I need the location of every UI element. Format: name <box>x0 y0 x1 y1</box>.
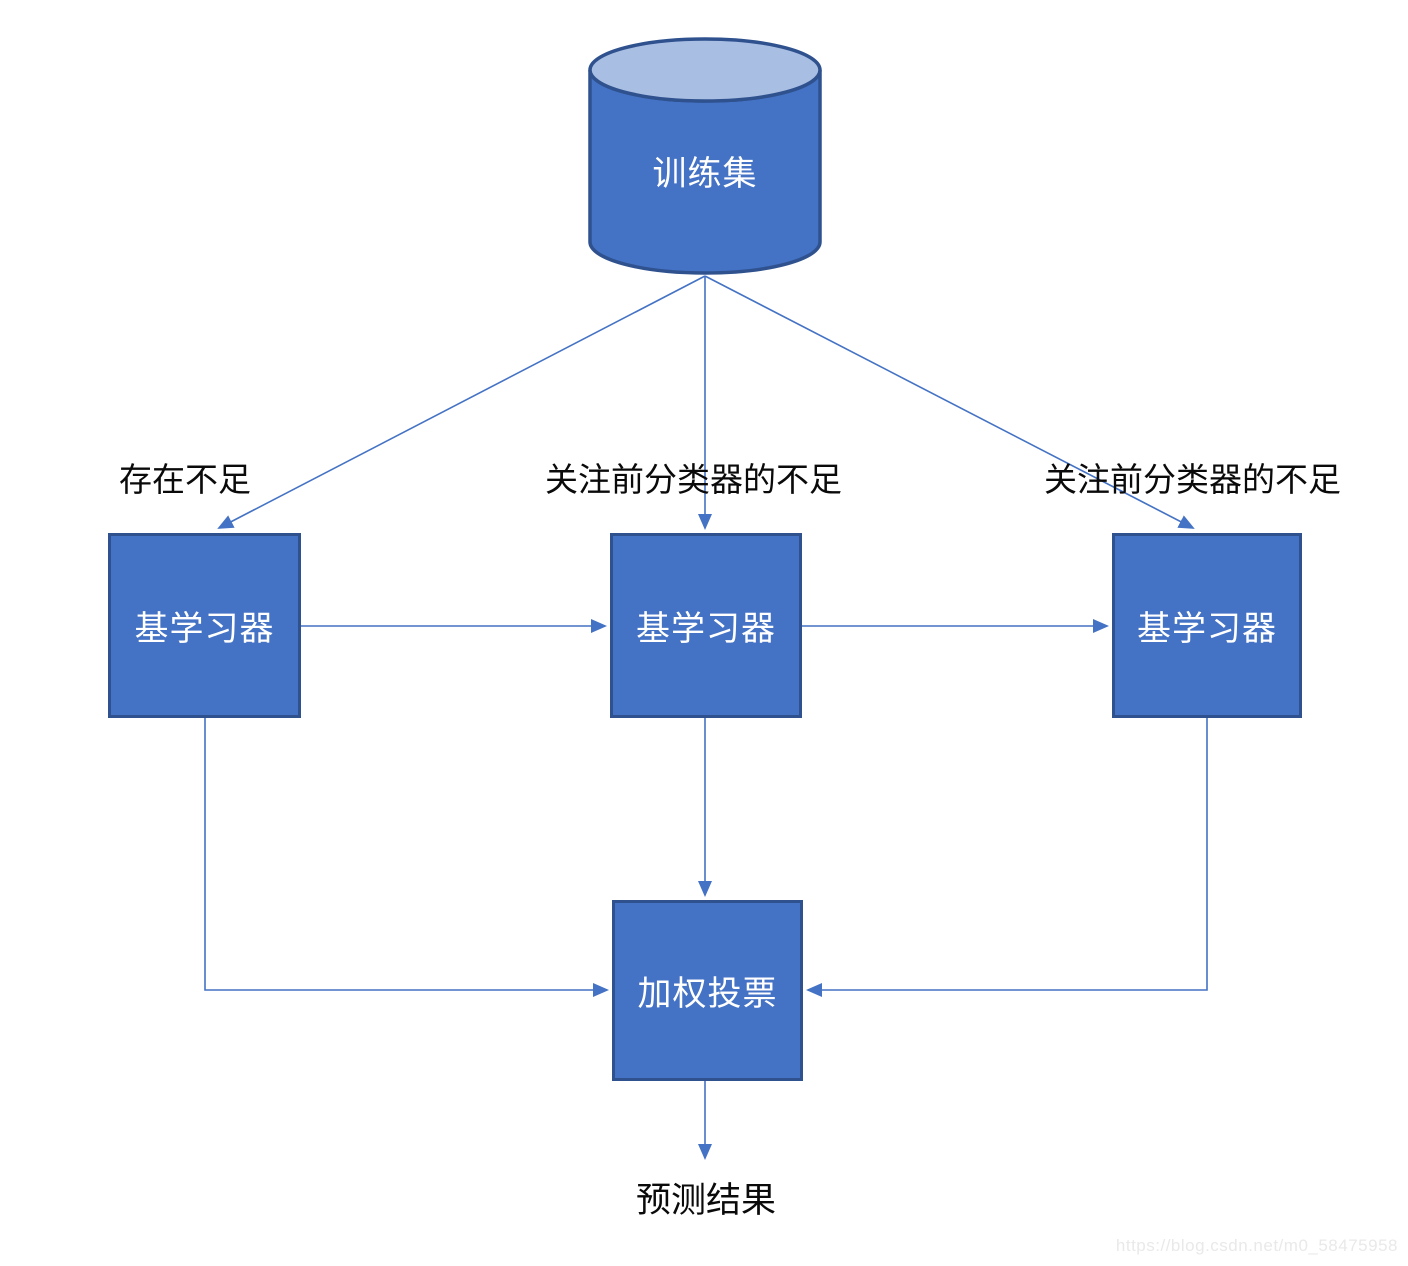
training-set-label: 训练集 <box>652 154 758 193</box>
edge-label-middle: 关注前分类器的不足 <box>545 461 842 498</box>
node-prediction-result: 预测结果 <box>635 1181 776 1220</box>
node-base-learner-3: 基学习器 <box>1112 533 1302 718</box>
watermark-url: https://blog.csdn.net/m0_58475958 <box>1115 1236 1398 1255</box>
base-learner-2-label: 基学习器 <box>636 610 776 648</box>
node-base-learner-2: 基学习器 <box>610 533 802 718</box>
edge-learner1-to-vote <box>204 718 609 997</box>
base-learner-3-label: 基学习器 <box>1137 610 1277 648</box>
edge-label-right: 关注前分类器的不足 <box>1044 461 1341 498</box>
weighted-vote-label: 加权投票 <box>637 975 778 1013</box>
edge-label-left: 存在不足 <box>119 461 251 498</box>
node-base-learner-1: 基学习器 <box>108 533 301 718</box>
node-training-set: 训练集 <box>590 120 820 220</box>
base-learner-1-label: 基学习器 <box>134 610 275 648</box>
edge-learner3-to-vote <box>806 718 1208 997</box>
cylinder-top <box>588 37 822 103</box>
edge-trainingset-to-learner1 <box>217 275 706 529</box>
edge-trainingset-to-learner3 <box>704 275 1195 529</box>
node-weighted-vote: 加权投票 <box>612 900 803 1081</box>
training-set-cylinder <box>588 37 822 275</box>
